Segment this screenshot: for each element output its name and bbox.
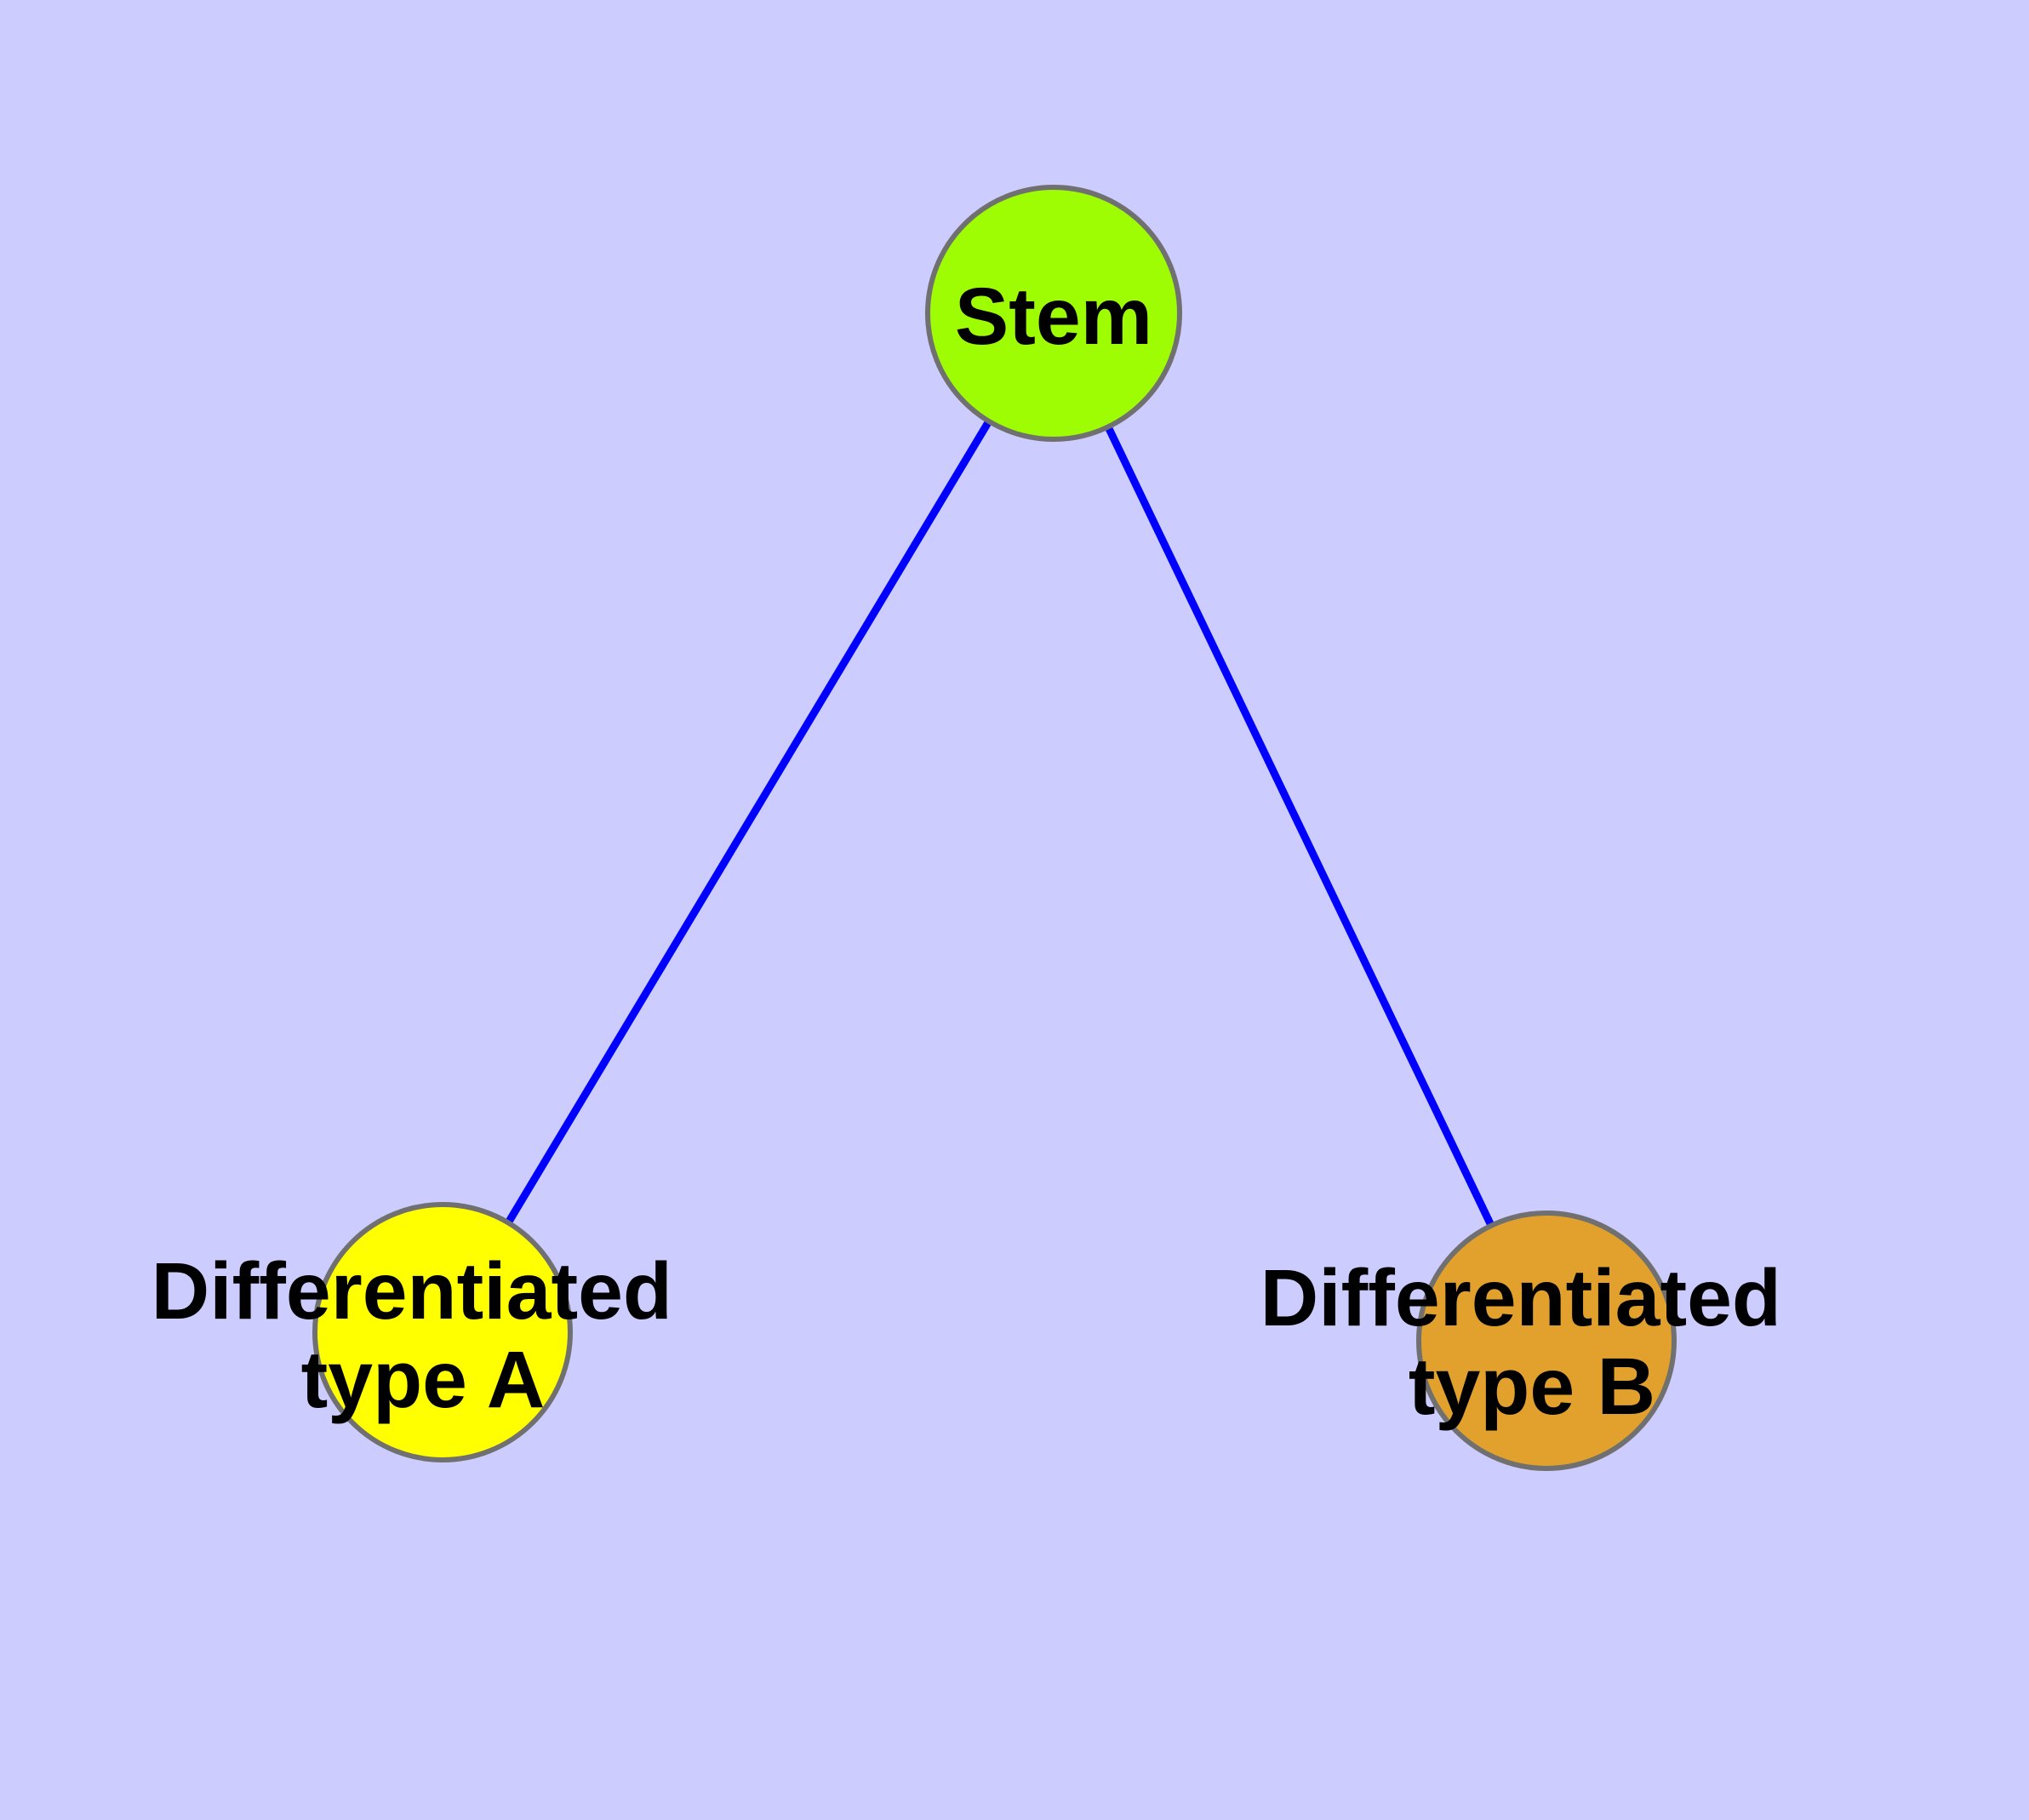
node-differentiated-type-b-label: Differentiated type B — [1260, 1253, 1804, 1432]
edge-stem-to-differentiated-type-a[interactable] — [439, 311, 1057, 1335]
node-differentiated-type-b-label-line-1: Differentiated — [1260, 1253, 1781, 1343]
node-differentiated-type-b-label-line-2: type B — [1409, 1342, 1655, 1432]
node-stem-label: Stem — [955, 272, 1152, 362]
edge-layer — [439, 311, 1551, 1342]
node-layer — [312, 185, 1677, 1471]
node-differentiated-type-a-label-line-2: type A — [301, 1335, 546, 1425]
node-stem-circle[interactable] — [925, 185, 1182, 442]
label-layer: Stem Differentiated type A Differentiate… — [151, 272, 1804, 1432]
edge-stem-to-differentiated-type-b[interactable] — [1049, 312, 1551, 1342]
node-differentiated-type-b-circle[interactable] — [1416, 1210, 1677, 1471]
node-differentiated-type-a-label: Differentiated type A — [151, 1246, 695, 1425]
node-differentiated-type-a-label-line-1: Differentiated — [151, 1246, 672, 1336]
node-stem-label-line-1: Stem — [955, 272, 1152, 362]
node-differentiated-type-a-circle[interactable] — [312, 1202, 573, 1462]
